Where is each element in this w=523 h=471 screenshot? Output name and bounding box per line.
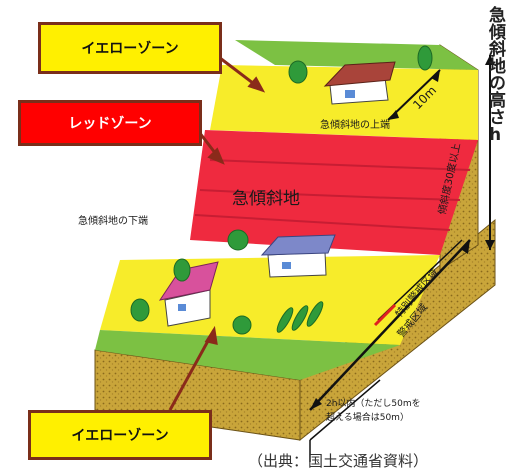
two-h-dimension — [309, 379, 381, 462]
leader-lines — [168, 53, 266, 411]
trees — [130, 45, 433, 335]
zone-arrows — [309, 239, 471, 411]
red-zone-label: レッドゾーン — [18, 100, 202, 146]
slope-height-title: 急傾斜地の高さh — [485, 6, 505, 145]
middle-house — [260, 234, 336, 278]
source-caption: （出典：国土交通省資料） — [248, 452, 429, 470]
lower-grass — [95, 330, 400, 380]
ten-m-dimension — [387, 69, 441, 121]
lower-house — [158, 261, 219, 327]
upper-house — [323, 61, 396, 105]
yellow-zone-top-label: イエローゾーン — [38, 22, 222, 74]
yellow-zone-bottom-label: イエローゾーン — [28, 410, 212, 460]
height-dimension — [485, 55, 495, 250]
slope-bottom-label: 急傾斜地の下端 — [78, 214, 148, 227]
within-2h-line2: 超える場合は50m） — [326, 411, 409, 423]
slope-center-label: 急傾斜地 — [232, 189, 300, 209]
within-2h-line1: 2h以内（ただし50mを — [326, 397, 421, 409]
slope-top-label: 急傾斜地の上端 — [320, 118, 390, 131]
slope-ridges — [194, 159, 471, 231]
